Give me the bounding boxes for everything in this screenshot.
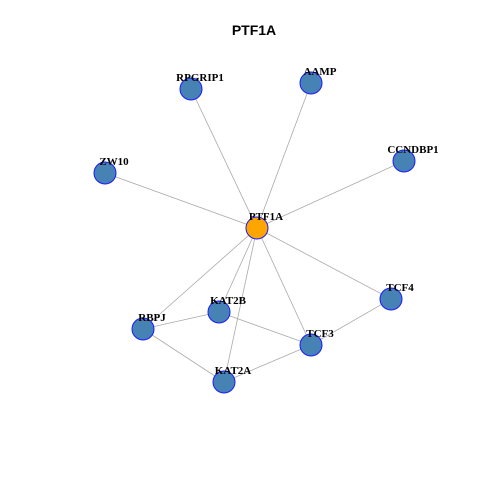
edge-kat2a-tcf3 (223, 344, 312, 383)
node-label-zw10: ZW10 (99, 156, 129, 168)
node-label-rbpj: RBPJ (138, 312, 166, 324)
edge-kat2b-tcf3 (218, 311, 312, 346)
edge-kat2b-rbpj (142, 311, 220, 330)
node-kat2a (212, 370, 236, 394)
node-label-rpgrip1: RPGRIP1 (176, 72, 224, 84)
edge-tcf4-tcf3 (310, 298, 392, 346)
node-label-kat2b: KAT2B (210, 295, 247, 307)
edge-ptf1a-tcf3 (256, 227, 312, 346)
node-label-ptf1a: PTF1A (249, 211, 283, 223)
edge-ptf1a-tcf4 (256, 227, 392, 300)
edge-ptf1a-rpgrip1 (190, 88, 258, 229)
edge-ptf1a-kat2a (223, 227, 258, 383)
edge-layer (104, 82, 405, 383)
edge-ptf1a-rbpj (142, 227, 258, 330)
edge-ptf1a-aamp (256, 82, 312, 229)
node-ptf1a (245, 216, 269, 240)
node-tcf3 (299, 333, 323, 357)
edge-ptf1a-ccndbp1 (256, 160, 405, 229)
node-kat2b (207, 300, 231, 324)
node-rpgrip1 (179, 77, 203, 101)
node-label-tcf3: TCF3 (306, 328, 334, 340)
node-label-aamp: AAMP (304, 66, 337, 78)
edge-ptf1a-zw10 (104, 172, 258, 229)
node-aamp (299, 71, 323, 95)
node-label-ccndbp1: CCNDBP1 (387, 144, 438, 156)
node-label-tcf4: TCF4 (386, 282, 414, 294)
edge-rbpj-kat2a (142, 328, 225, 383)
node-ccndbp1 (392, 149, 416, 173)
node-label-kat2a: KAT2A (215, 365, 252, 377)
node-tcf4 (379, 287, 403, 311)
edge-ptf1a-kat2b (218, 227, 258, 313)
node-zw10 (93, 161, 117, 185)
diagram-title: PTF1A (232, 22, 276, 38)
node-rbpj (131, 317, 155, 341)
